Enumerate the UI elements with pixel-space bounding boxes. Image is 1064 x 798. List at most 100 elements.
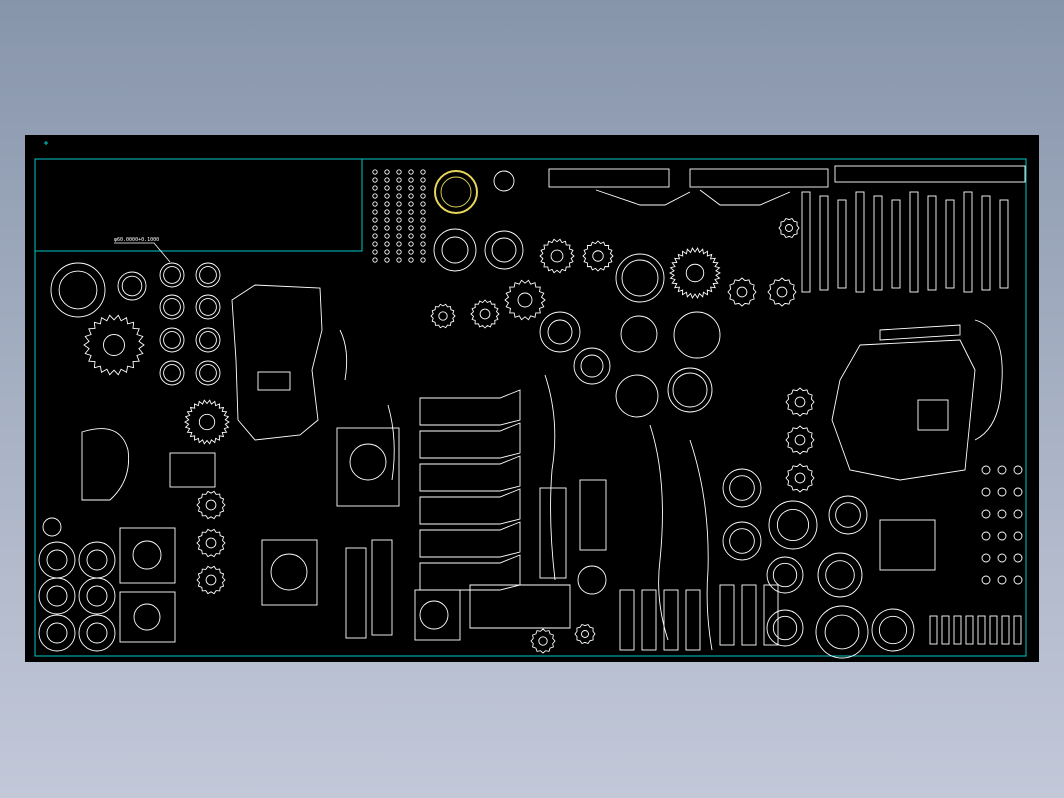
gear-hub-icon <box>794 434 806 446</box>
hole-icon <box>396 169 402 175</box>
hole-icon <box>396 217 402 223</box>
hole-icon <box>270 553 308 591</box>
hole-icon <box>420 233 426 239</box>
frame-icon <box>579 479 607 551</box>
rail-icon <box>837 199 847 289</box>
rail-icon <box>879 324 961 341</box>
frame-icon <box>917 399 949 431</box>
circle-icon <box>484 230 524 270</box>
ring-outer-icon <box>195 327 221 353</box>
gear-hub-icon <box>794 396 806 408</box>
hole-icon <box>384 193 390 199</box>
circle-icon <box>615 374 659 418</box>
hole-icon <box>420 241 426 247</box>
ring-outer-icon <box>159 360 185 386</box>
hole-icon <box>441 236 469 264</box>
hole-icon <box>86 549 108 571</box>
ring-outer-icon <box>195 294 221 320</box>
hole-icon <box>825 560 855 590</box>
gear-hub-icon <box>592 250 604 262</box>
hole-icon <box>981 575 991 585</box>
hole-icon <box>1013 553 1023 563</box>
hole-icon <box>408 241 414 247</box>
hole-icon <box>372 193 378 199</box>
circle-icon <box>722 521 762 561</box>
ring-outer-icon <box>195 360 221 386</box>
hole-icon <box>396 185 402 191</box>
circle-icon <box>828 495 868 535</box>
hole-icon <box>1013 465 1023 475</box>
hole-icon <box>133 603 161 631</box>
hole-icon <box>621 259 659 297</box>
hole-icon <box>408 257 414 263</box>
hole-icon <box>384 169 390 175</box>
hole-icon <box>408 185 414 191</box>
circle-icon <box>871 608 915 652</box>
hole-icon <box>408 201 414 207</box>
hole-icon <box>408 177 414 183</box>
hole-icon <box>396 177 402 183</box>
ring-outer-icon <box>50 262 106 318</box>
rail-icon <box>855 191 865 293</box>
hole-icon <box>997 509 1007 519</box>
circle-icon <box>42 517 62 537</box>
rail-icon <box>981 195 991 291</box>
rail-icon <box>801 191 811 293</box>
hole-icon <box>384 241 390 247</box>
hole-icon <box>420 169 426 175</box>
rail-icon <box>1013 615 1022 645</box>
hole-icon <box>672 372 708 408</box>
frame-icon <box>469 584 571 629</box>
hole-icon <box>408 249 414 255</box>
hole-icon <box>420 185 426 191</box>
hole-icon <box>396 241 402 247</box>
hole-icon <box>372 225 378 231</box>
rail-icon <box>819 195 829 291</box>
hole-icon <box>729 475 755 501</box>
circle-icon <box>817 552 863 598</box>
dimension-callout: φ60.0000+0.1000 <box>114 237 171 263</box>
circle-icon <box>78 577 116 615</box>
hole-icon <box>1013 531 1023 541</box>
gear-hub-icon <box>785 224 793 232</box>
gear-icon <box>767 277 797 307</box>
ring-outer-icon <box>159 262 185 288</box>
rail-icon <box>663 589 679 651</box>
hole-icon <box>1013 575 1023 585</box>
ring-highlight-icon <box>434 170 478 214</box>
drawing-sheet <box>25 135 1039 662</box>
gear-icon <box>83 314 145 376</box>
hole-icon <box>997 553 1007 563</box>
gear-icon <box>785 387 815 417</box>
gear-icon <box>785 425 815 455</box>
gear-icon <box>196 565 226 595</box>
hole-icon <box>878 615 908 645</box>
hole-icon <box>772 615 798 641</box>
gear-hub-icon <box>538 636 548 646</box>
hole-icon <box>384 177 390 183</box>
hole-icon <box>420 201 426 207</box>
frame-icon <box>257 371 291 391</box>
rail-icon <box>873 195 883 291</box>
rail-icon <box>891 199 901 289</box>
circle-icon <box>768 500 818 550</box>
circle-icon <box>722 468 762 508</box>
hole-icon <box>420 257 426 263</box>
gear-hub-icon <box>479 308 491 320</box>
rail-icon <box>741 584 757 646</box>
ring-inner-icon <box>199 364 217 382</box>
circle-icon <box>433 228 477 272</box>
gear-icon <box>539 238 575 274</box>
frame-icon <box>119 527 176 584</box>
hole-icon <box>86 622 108 644</box>
ring-outer-icon <box>195 262 221 288</box>
hole-icon <box>372 209 378 215</box>
hole-icon <box>46 585 68 607</box>
hole-icon <box>580 354 604 378</box>
hole-icon <box>372 241 378 247</box>
hole-icon <box>408 169 414 175</box>
hole-icon <box>408 209 414 215</box>
gear-icon <box>778 217 800 239</box>
gear-hub-icon <box>205 499 217 511</box>
